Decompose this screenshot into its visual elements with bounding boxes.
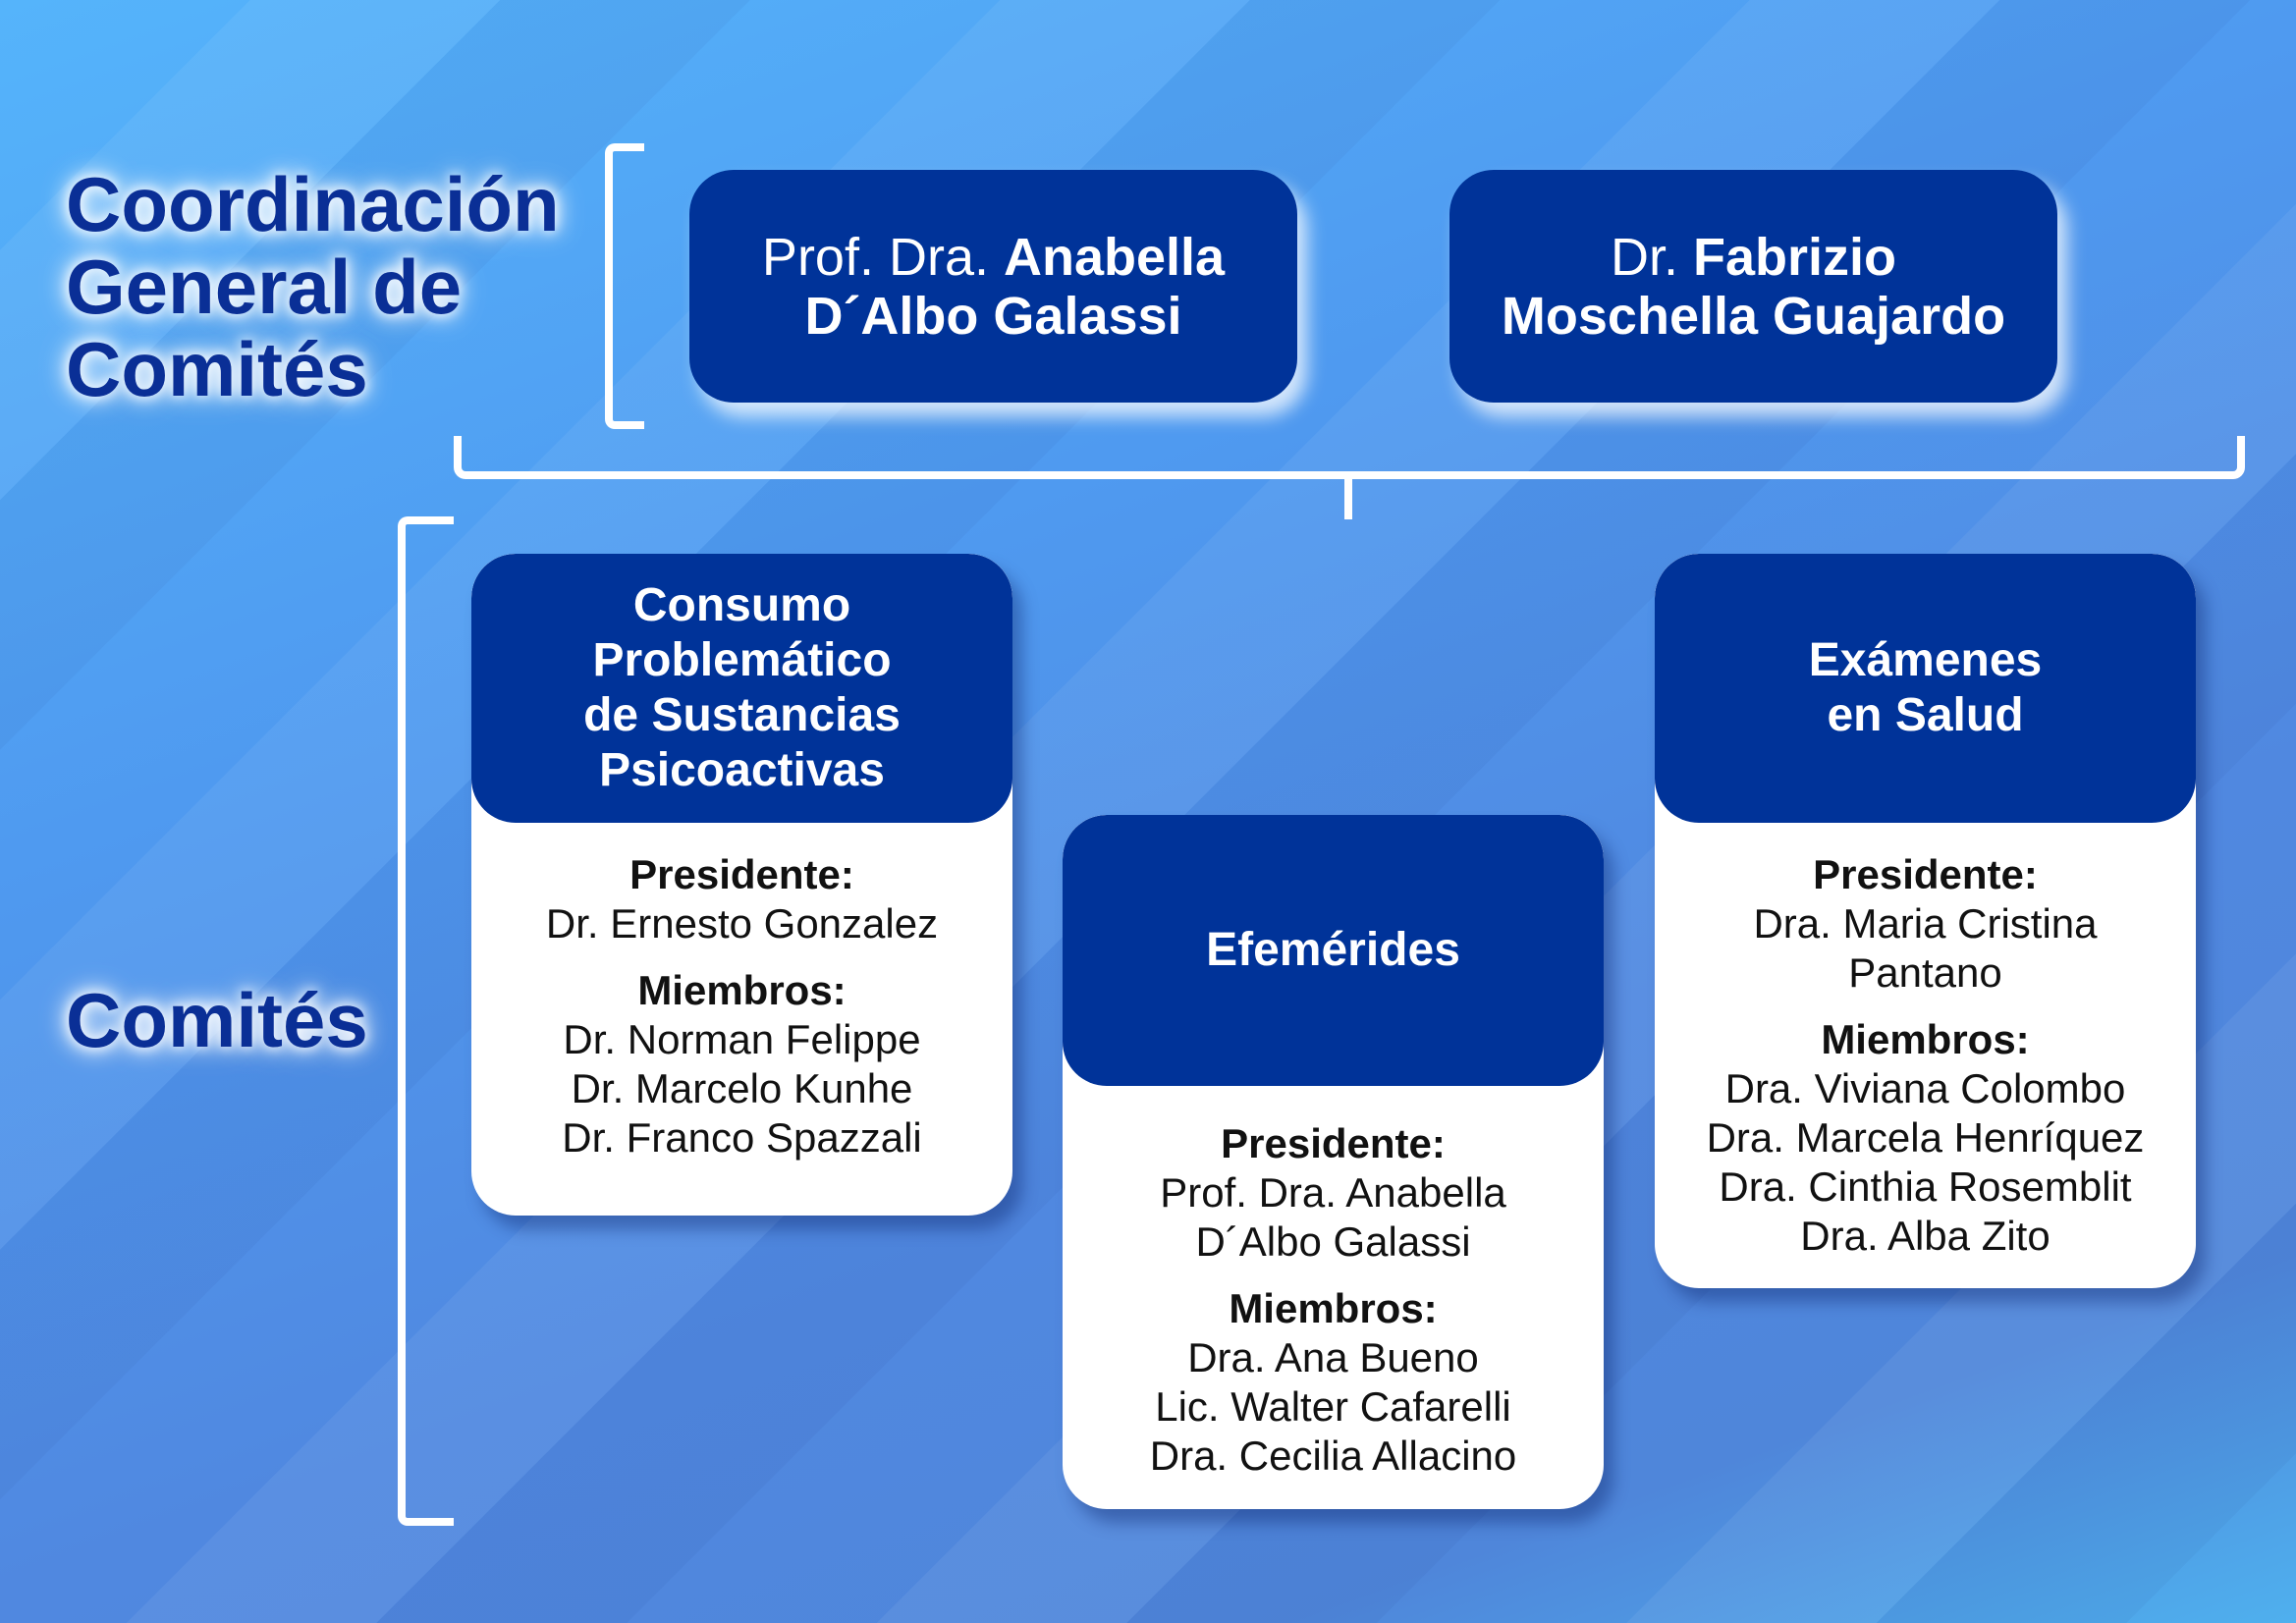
member-name: Dr. Norman Felippe [563,1016,921,1062]
president-name: Prof. Dra. Anabella [1160,1169,1506,1216]
member-name: Lic. Walter Cafarelli [1155,1383,1511,1430]
name: Moschella Guajardo [1501,286,2006,346]
header-line: de Sustancias [583,689,901,741]
name-prefix: Prof. Dra. [761,227,989,287]
header-line: Psicoactivas [599,744,885,796]
name: Anabella [1004,227,1226,287]
header-line: en Salud [1827,689,2024,741]
card-header: Efemérides [1063,815,1604,1086]
president-name: Dr. Ernesto Gonzalez [545,900,939,947]
members-label: Miembros: [637,967,847,1013]
president-name: Pantano [1848,949,2002,996]
committee-card-consumo: Consumo Problemático de Sustancias Psico… [471,554,1012,1216]
member-name: Dra. Cinthia Rosemblit [1719,1163,2132,1210]
committee-card-efemerides: Efemérides Presidente: Prof. Dra. Anabel… [1063,815,1604,1509]
president-label: Presidente: [1221,1120,1446,1166]
committees-bracket [398,516,454,1526]
member-name: Dr. Marcelo Kunhe [571,1065,913,1111]
committees-title: Comités [66,977,368,1063]
coordinator-box-1: Prof. Dra. Anabella D´Albo Galassi [689,170,1297,403]
president-label: Presidente: [1813,851,2038,897]
card-header: Consumo Problemático de Sustancias Psico… [471,554,1012,823]
header-line: Consumo [632,579,851,631]
card-header: Exámenes en Salud [1655,554,2196,823]
title-line: Coordinación [66,161,560,247]
coordination-bracket [605,143,644,429]
title-line: Comités [66,326,368,412]
name: D´Albo Galassi [804,286,1182,346]
title-line: General de [66,243,463,330]
members-label: Miembros: [1229,1285,1438,1331]
member-name: Dr. Franco Spazzali [562,1114,922,1161]
coordination-title: Coordinación General de Comités [66,163,560,410]
member-name: Dra. Ana Bueno [1187,1334,1479,1380]
name-prefix: Dr. [1610,227,1678,287]
president-label: Presidente: [629,851,854,897]
coordinator-box-2: Dr. Fabrizio Moschella Guajardo [1449,170,2057,403]
header-line: Efemérides [1206,924,1460,976]
president-name: D´Albo Galassi [1195,1218,1471,1265]
brace-tick [1344,473,1352,519]
header-line: Exámenes [1808,634,2043,686]
committee-card-examenes: Exámenes en Salud Presidente: Dra. Maria… [1655,554,2196,1288]
member-name: Dra. Marcela Henríquez [1706,1114,2145,1161]
member-name: Dra. Alba Zito [1800,1213,2050,1259]
member-name: Dra. Viviana Colombo [1724,1065,2126,1111]
members-label: Miembros: [1821,1016,2030,1062]
name: Fabrizio [1693,227,1897,287]
member-name: Dra. Cecilia Allacino [1149,1433,1517,1479]
president-name: Dra. Maria Cristina [1753,900,2098,947]
header-line: Problemático [592,634,892,686]
